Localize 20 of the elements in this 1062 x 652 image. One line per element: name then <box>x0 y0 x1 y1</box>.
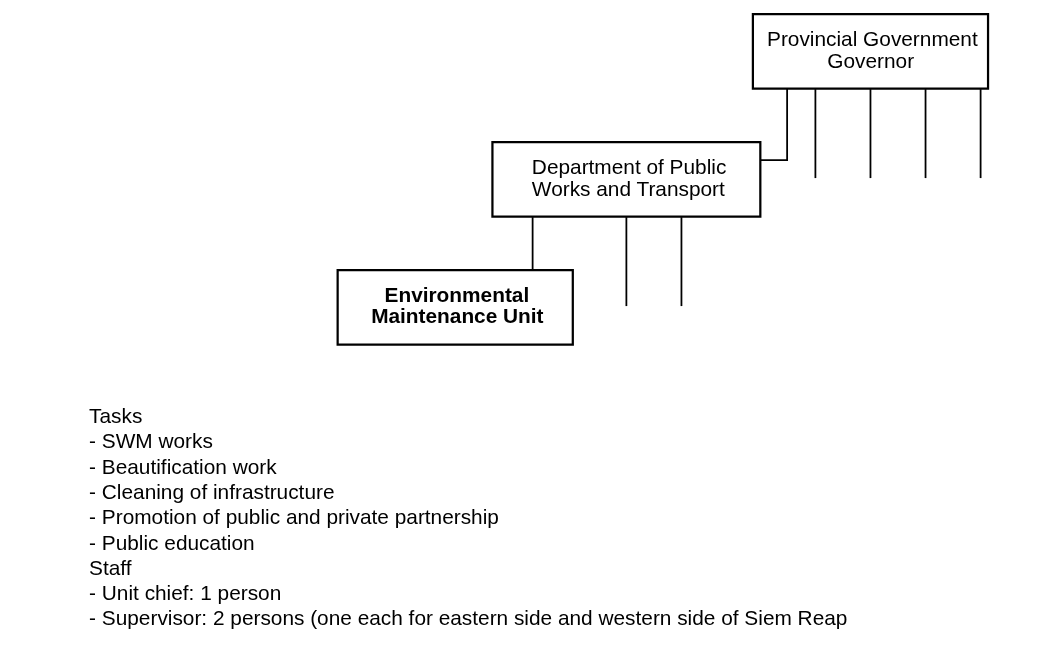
connector <box>625 216 627 307</box>
connector <box>531 216 533 271</box>
node-box: Department of Public Works and Transport <box>490 141 761 218</box>
node-label: - Unit chief: 1 person <box>88 581 281 605</box>
node-label: - SWM works <box>88 429 213 453</box>
node-label: - Beautification work <box>88 454 277 478</box>
node-box: Provincial Government Governor <box>751 13 989 90</box>
connector <box>680 216 682 307</box>
node-label: - Public education <box>88 530 255 554</box>
node-label: - Promotion of public and private partnership <box>88 505 499 529</box>
connector <box>759 87 788 161</box>
connector <box>924 88 926 179</box>
connector <box>814 88 816 179</box>
node-label: - Supervisor: 2 persons (one each for eastern side and western side of Siem Reap <box>88 606 847 630</box>
node-label: Staff <box>88 555 132 579</box>
node-label: - Cleaning of infrastructure <box>88 479 335 503</box>
node-box: Environmental Maintenance Unit <box>336 269 574 346</box>
node-label: Tasks <box>88 404 142 428</box>
connector <box>869 88 871 179</box>
connector <box>979 88 981 179</box>
